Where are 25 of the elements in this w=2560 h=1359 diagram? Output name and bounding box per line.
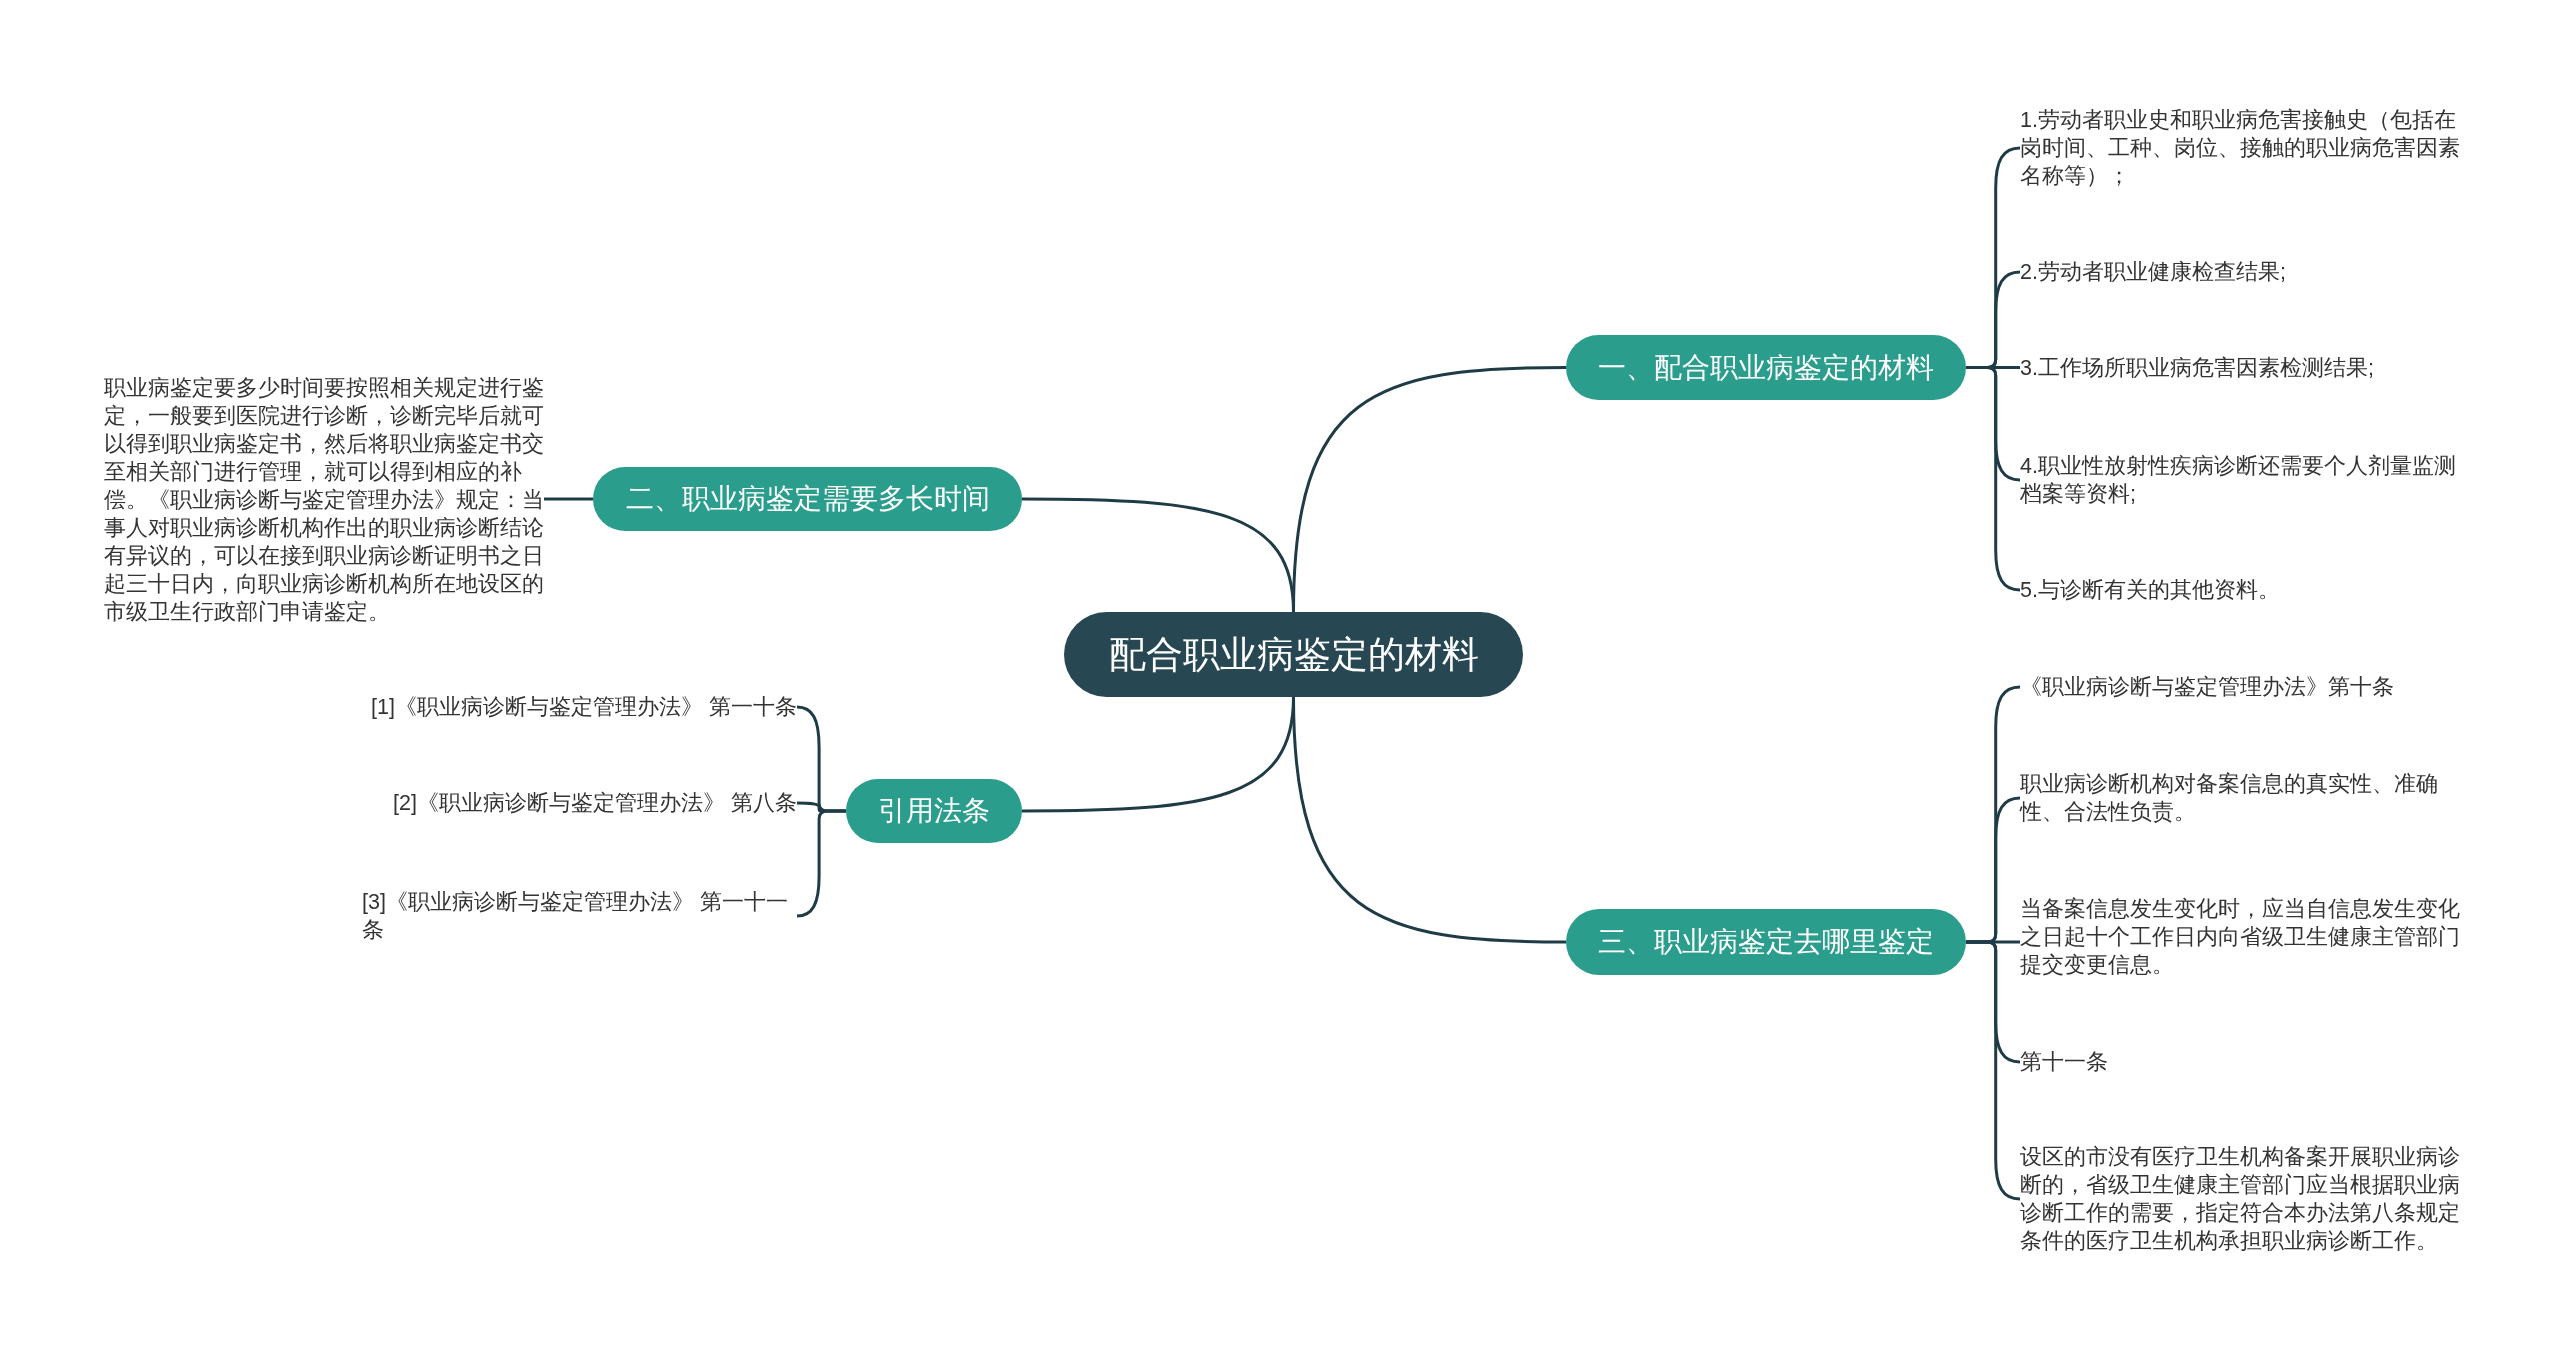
subtopic-text: 当备案信息发生变化时，应当自信息发生变化之日起十个工作日内向省级卫生健康主管部门提交变更信息。: [2020, 895, 2460, 979]
subtopic-text: 5.与诊断有关的其他资料。: [2020, 576, 2280, 604]
subtopic-text: 1.劳动者职业史和职业病危害接触史（包括在岗时间、工种、岗位、接触的职业病危害因素名称等）；: [2020, 106, 2460, 190]
subtopic-text: 2.劳动者职业健康检查结果;: [2020, 258, 2286, 286]
subtopic-text: 4.职业性放射性疾病诊断还需要个人剂量监测档案等资料;: [2020, 452, 2460, 508]
connector-line: [1292, 696, 1566, 944]
subtopic-text: 3.工作场所职业病危害因素检测结果;: [2020, 354, 2374, 382]
subtopic-text: 职业病诊断机构对备案信息的真实性、准确性、合法性负责。: [2020, 770, 2460, 826]
topic-pill: 一、配合职业病鉴定的材料: [1566, 335, 1966, 400]
topic-pill: 三、职业病鉴定去哪里鉴定: [1566, 909, 1966, 975]
topic-pill: 二、职业病鉴定需要多长时间: [593, 467, 1022, 531]
subtopic-text: [2]《职业病诊断与鉴定管理办法》 第八条: [393, 789, 797, 817]
connector-line: [1022, 497, 1295, 613]
connector-line: [1966, 366, 2021, 592]
topic-pill: 引用法条: [846, 779, 1022, 843]
subtopic-text: 《职业病诊断与鉴定管理办法》第十条: [2020, 673, 2394, 701]
central-topic: 配合职业病鉴定的材料: [1064, 612, 1523, 697]
connector-line: [544, 497, 593, 501]
subtopic-text: 第十一条: [2020, 1048, 2108, 1076]
subtopic-text: [3]《职业病诊断与鉴定管理办法》 第一十一条: [362, 888, 797, 944]
connector-line: [796, 809, 846, 918]
subtopic-text: 设区的市没有医疗卫生机构备案开展职业病诊断的，省级卫生健康主管部门应当根据职业病诊断工作的需要，指定符合本办法第八条规定条件的医疗卫生机构承担职业病诊断工作。: [2020, 1143, 2460, 1255]
connector-line: [1966, 940, 2021, 1201]
subtopic-text: 职业病鉴定要多少时间要按照相关规定进行鉴定，一般要到医院进行诊断，诊断完毕后就可以得到职业病鉴定书，然后将职业病鉴定书交至相关部门进行管理，就可以得到相应的补偿。《职业病诊断与鉴定管理办法》规定：当事人对职业病诊断机构作出的职业病诊断结论有异议的，可以在接到职业病诊断证明书之日起三十日内，向职业病诊断机构所在地设区的市级卫生行政部门申请鉴定。: [104, 374, 544, 626]
subtopic-text: [1]《职业病诊断与鉴定管理办法》 第一十条: [371, 693, 797, 721]
